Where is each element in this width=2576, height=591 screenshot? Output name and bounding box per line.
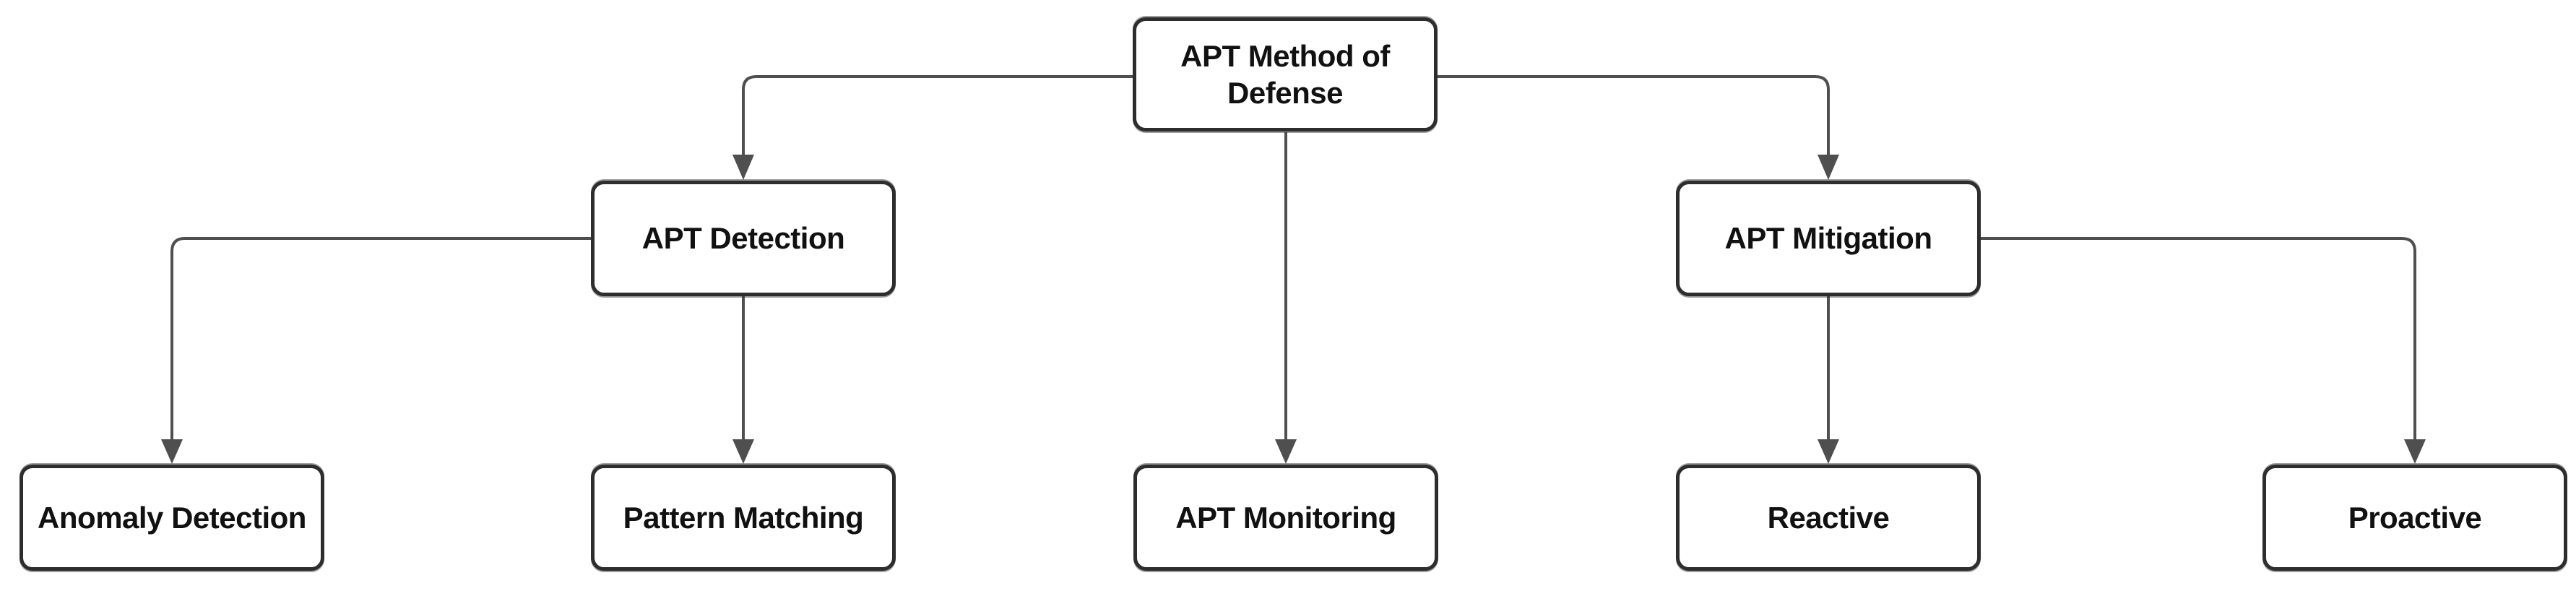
edge-root-to-detection (732, 75, 1133, 180)
edge-detection-to-pattern (732, 296, 754, 464)
node-anomaly-detection: Anomaly Detection (20, 465, 324, 571)
edge-mitigation-to-proactive (1981, 237, 2426, 464)
edge-root-to-mitigation (1438, 75, 1839, 180)
node-apt-method-of-defense: APT Method of Defense (1133, 17, 1438, 131)
node-label: Anomaly Detection (38, 500, 306, 535)
node-pattern-matching: Pattern Matching (591, 465, 896, 571)
node-label: Reactive (1767, 500, 1890, 535)
node-apt-detection: APT Detection (591, 181, 896, 296)
edge-detection-to-anomaly (161, 237, 591, 464)
node-proactive: Proactive (2262, 465, 2567, 571)
node-label: Pattern Matching (623, 500, 864, 535)
node-label: APT Method of Defense (1180, 38, 1390, 110)
node-apt-mitigation: APT Mitigation (1676, 181, 1981, 296)
node-label: APT Monitoring (1175, 500, 1396, 535)
edge-root-to-monitoring (1275, 132, 1297, 464)
node-apt-monitoring: APT Monitoring (1133, 465, 1438, 571)
node-reactive: Reactive (1676, 465, 1981, 571)
node-label: APT Mitigation (1724, 221, 1932, 256)
edge-mitigation-to-reactive (1818, 296, 1839, 464)
node-label: APT Detection (641, 221, 845, 256)
node-label: Proactive (2348, 500, 2482, 535)
